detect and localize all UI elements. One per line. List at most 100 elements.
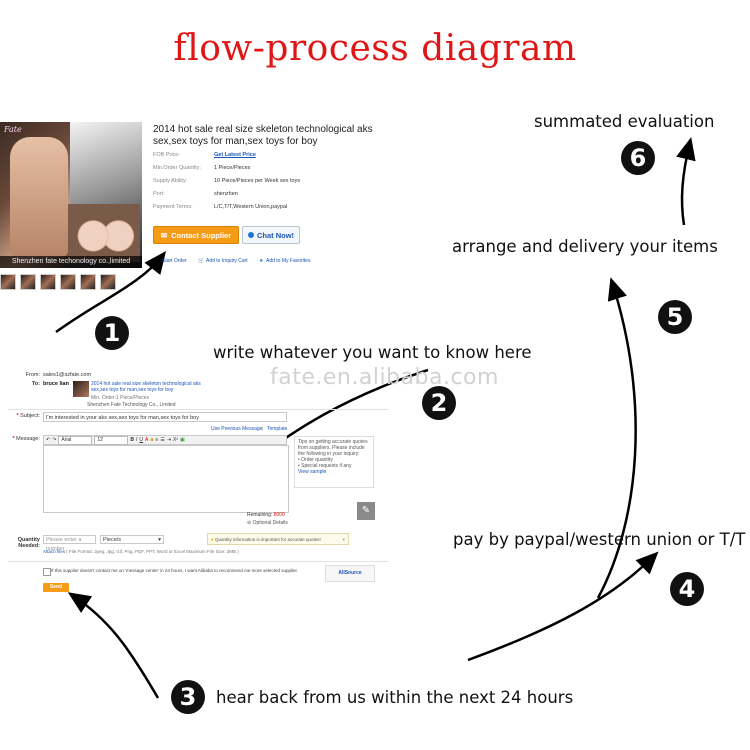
recommend-checkbox[interactable] bbox=[43, 568, 51, 576]
watermark: fate.en.alibaba.com bbox=[270, 365, 499, 390]
spec-value: 10 Piece/Pieces per Week sex toys bbox=[214, 178, 301, 184]
mail-icon: ✉ bbox=[160, 230, 168, 240]
product-image[interactable]: Fate Shenzhen fate techonology co.,limit… bbox=[0, 122, 142, 268]
italic-icon[interactable]: I bbox=[136, 437, 138, 443]
highlight-icon[interactable]: ■ bbox=[150, 437, 154, 443]
product-thumbnails bbox=[0, 274, 116, 290]
to-label: To: bbox=[31, 381, 40, 387]
divider bbox=[8, 561, 388, 562]
chat-now-label: Chat Now! bbox=[256, 230, 295, 240]
remaining-counter: Remaining: 8000 bbox=[247, 512, 285, 518]
bulb-icon: ● bbox=[211, 537, 214, 542]
arrow-step6 bbox=[676, 137, 696, 226]
to-min-order: Min. Order:1 Piece/Pieces bbox=[91, 395, 150, 401]
chevron-down-icon: ▾ bbox=[158, 537, 161, 543]
to-name: bruce lian bbox=[43, 381, 69, 387]
spec-value: 1 Piece/Pieces bbox=[214, 165, 251, 171]
from-label: From: bbox=[25, 372, 40, 378]
step-2-text: write whatever you want to know here bbox=[213, 343, 532, 362]
font-size-select[interactable]: 12 bbox=[94, 435, 129, 445]
font-family-select[interactable]: Arial bbox=[58, 435, 93, 445]
template-link[interactable]: Template bbox=[267, 426, 288, 432]
spec-value: shenzhen bbox=[214, 191, 238, 197]
arrow-step1 bbox=[55, 251, 167, 334]
view-sample-link[interactable]: View sample bbox=[298, 469, 327, 475]
optional-details-toggle[interactable]: ⊖ Optional Details bbox=[247, 520, 288, 526]
tips-box: Tips on getting accurate quotes from sup… bbox=[294, 436, 374, 488]
use-previous-message-link[interactable]: Use Previous Message bbox=[211, 426, 263, 432]
contact-supplier-label: Contact Supplier bbox=[171, 230, 232, 240]
step-5-text: arrange and delivery your items bbox=[452, 237, 718, 256]
spec-value: L/C,T/T,Western Union,paypal bbox=[214, 204, 288, 210]
message-textarea[interactable] bbox=[43, 445, 289, 513]
step-3-text: hear back from us within the next 24 hou… bbox=[216, 688, 574, 707]
image-icon[interactable]: ▣ bbox=[180, 437, 185, 443]
editor-toolbar: ↶ ↷ Arial 12 B I U A ■ ≡ ☰ ⇥ X² ▣ bbox=[43, 435, 287, 445]
contact-supplier-button[interactable]: ✉ Contact Supplier bbox=[153, 226, 239, 244]
start-order-link[interactable]: Start Order bbox=[162, 258, 187, 264]
product-image-caption: Shenzhen fate techonology co.,limited bbox=[0, 256, 142, 268]
spec-label: Min.Order Quantity: bbox=[153, 165, 201, 171]
arrow-step5 bbox=[596, 277, 637, 599]
align-icon[interactable]: ≡ bbox=[155, 437, 159, 443]
undo-icon[interactable]: ↶ bbox=[46, 437, 51, 443]
edit-icon[interactable]: ✎ bbox=[357, 502, 375, 520]
to-company: Shenzhen Fate Technology Co., Limited bbox=[87, 402, 176, 408]
step-6-badge: 6 bbox=[621, 141, 655, 175]
add-to-inquiry-cart-link[interactable]: Add to Inquiry Cart bbox=[206, 258, 248, 264]
to-product-thumb bbox=[73, 381, 89, 397]
superscript-icon[interactable]: X² bbox=[173, 437, 179, 443]
spec-label: Supply Ability: bbox=[153, 178, 188, 184]
step-2-badge: 2 bbox=[422, 386, 456, 420]
to-product-link[interactable]: 2014 hot sale real size skeleton technol… bbox=[91, 381, 201, 393]
thumbnail[interactable] bbox=[20, 274, 36, 290]
subject-label: * Subject: bbox=[16, 413, 40, 419]
step-6-text: summated evaluation bbox=[534, 112, 715, 131]
product-title: 2014 hot sale real size skeleton technol… bbox=[153, 124, 373, 147]
step-3-badge: 3 bbox=[171, 680, 205, 714]
product-image-logo: Fate bbox=[4, 125, 22, 134]
thumbnail[interactable] bbox=[80, 274, 96, 290]
tips-item: • Order quantity bbox=[298, 457, 333, 463]
text-color-icon[interactable]: A bbox=[145, 437, 149, 443]
bold-icon[interactable]: B bbox=[130, 437, 135, 443]
spec-label: Port: bbox=[153, 191, 165, 197]
quantity-label: Quantity Needed: bbox=[17, 537, 40, 549]
subject-input[interactable]: I'm interested in your aks sex,sex toys … bbox=[43, 412, 287, 422]
arrow-step3 bbox=[67, 592, 160, 699]
close-icon[interactable]: × bbox=[342, 537, 345, 542]
thumbnail[interactable] bbox=[40, 274, 56, 290]
quantity-hint: ● Quantity information is important for … bbox=[207, 533, 349, 545]
spec-label: Payment Terms: bbox=[153, 204, 193, 210]
list-icon[interactable]: ☰ bbox=[160, 437, 165, 443]
unit-select[interactable]: Piece/s▾ bbox=[100, 535, 164, 544]
tips-title: Tips on getting accurate quotes from sup… bbox=[298, 439, 368, 457]
arrow-step4 bbox=[467, 551, 659, 662]
diagram-title: flow-process diagram bbox=[173, 28, 577, 69]
step-5-badge: 5 bbox=[658, 300, 692, 334]
add-to-favorites-link[interactable]: Add to My Favorites bbox=[266, 258, 311, 264]
spec-label: FOB Price: bbox=[153, 152, 180, 158]
thumbnail[interactable] bbox=[100, 274, 116, 290]
get-latest-price-link[interactable]: Get Latest Price bbox=[214, 152, 256, 158]
message-label: * Message: bbox=[12, 436, 40, 442]
step-4-badge: 4 bbox=[670, 572, 704, 606]
tips-item: • Special requests if any bbox=[298, 463, 352, 469]
chat-icon bbox=[247, 232, 254, 238]
step-4-text: pay by paypal/western union or T/T bbox=[453, 530, 746, 549]
link-separator: | bbox=[262, 426, 264, 432]
chat-now-button[interactable]: Chat Now! bbox=[242, 226, 300, 244]
underline-icon[interactable]: U bbox=[139, 437, 144, 443]
send-button[interactable]: Send bbox=[43, 583, 69, 592]
attach-files-link[interactable]: Attach files bbox=[43, 549, 66, 554]
cart-icon: 🛒 bbox=[198, 258, 205, 264]
step-1-badge: 1 bbox=[95, 316, 129, 350]
quantity-input[interactable]: Please enter a number bbox=[43, 535, 96, 552]
allsource-badge: AllSource bbox=[325, 565, 375, 582]
thumbnail[interactable] bbox=[60, 274, 76, 290]
product-figure bbox=[10, 137, 68, 257]
thumbnail[interactable] bbox=[0, 274, 16, 290]
redo-icon[interactable]: ↷ bbox=[52, 437, 57, 443]
indent-icon[interactable]: ⇥ bbox=[166, 437, 172, 443]
